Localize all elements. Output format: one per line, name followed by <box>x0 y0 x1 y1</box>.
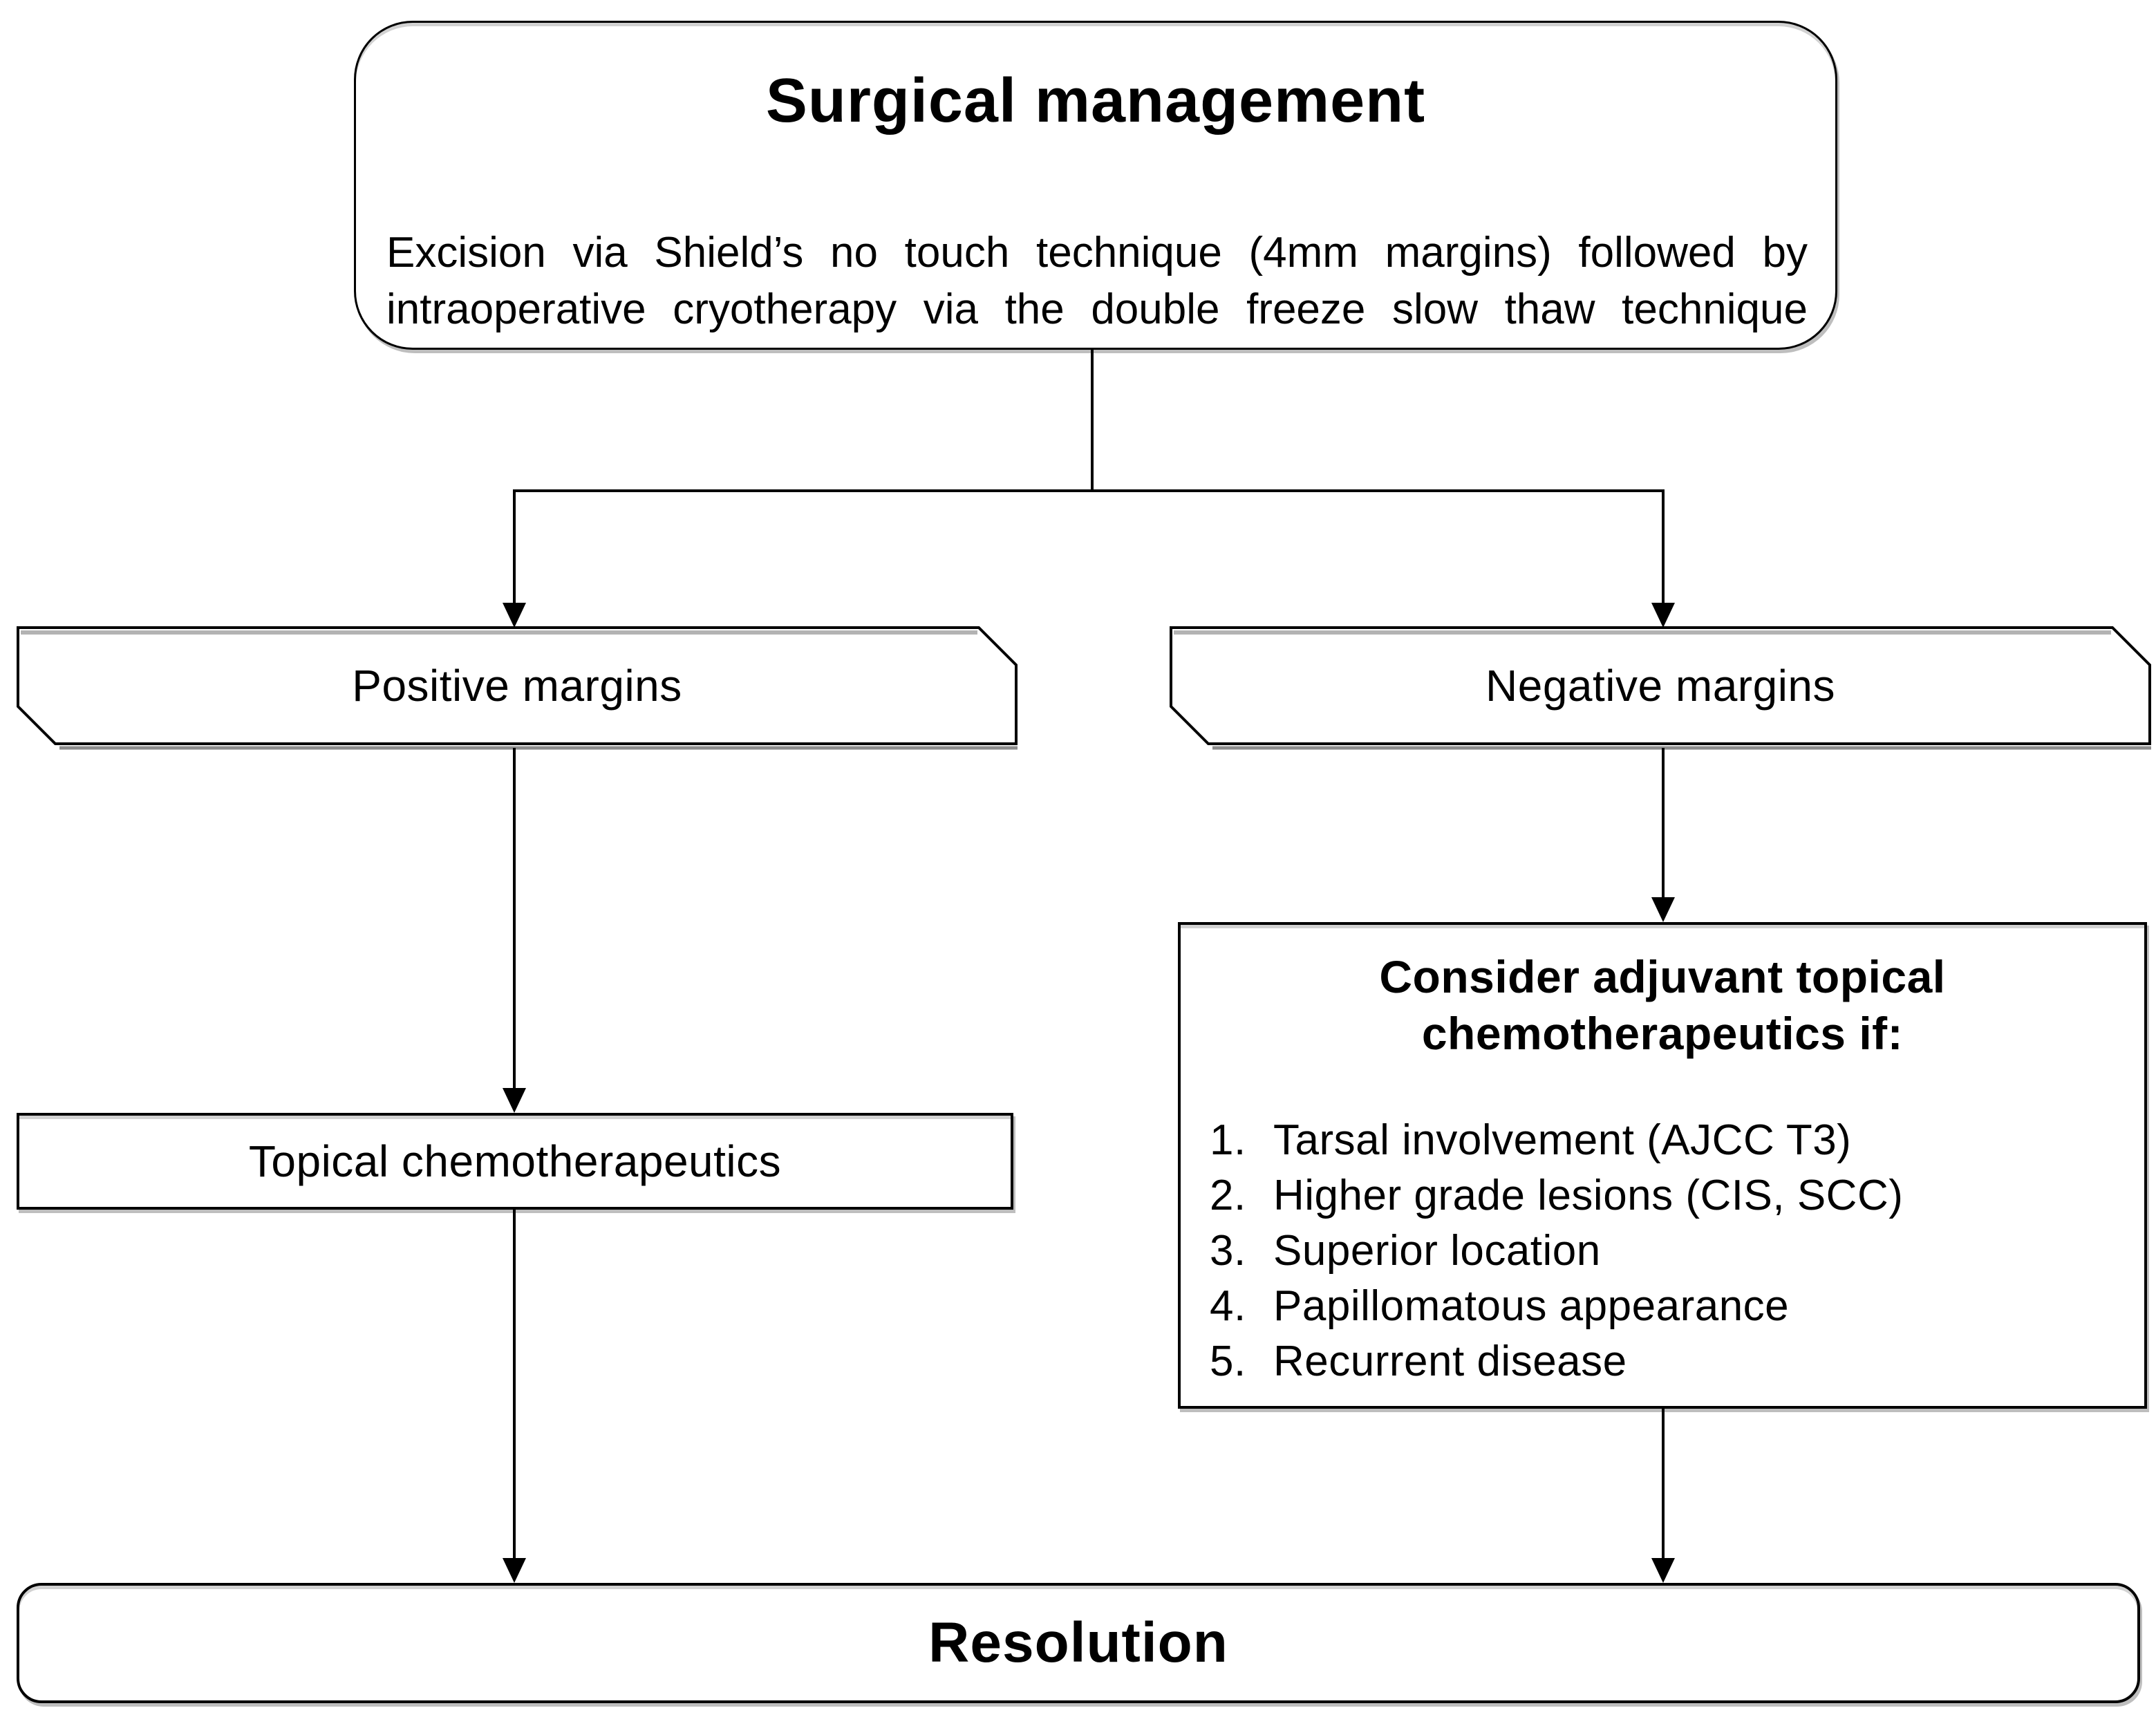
list-item-number: 2. <box>1210 1172 1246 1219</box>
snip-rectangle-shape <box>17 626 1018 750</box>
node-label: Resolution <box>928 1611 1228 1674</box>
connector-split-bar <box>513 489 1665 492</box>
criteria-list: 1. Tarsal involvement (AJCC T3) 2. Highe… <box>1181 1113 2144 1389</box>
connector-positive-to-topical <box>513 748 516 1089</box>
list-item-text: Higher grade lesions (CIS, SCC) <box>1273 1172 1904 1219</box>
node-title-line: Consider adjuvant topical <box>1379 951 1946 1002</box>
connector-topical-to-resolution <box>513 1208 516 1559</box>
list-item: 3. Superior location <box>1210 1223 2137 1279</box>
node-label: Positive margins <box>352 660 682 711</box>
arrowhead-down-icon <box>503 1088 526 1113</box>
list-item-number: 4. <box>1210 1282 1246 1330</box>
connector-criteria-to-resolution <box>1662 1407 1665 1559</box>
arrowhead-down-icon <box>1651 1558 1675 1583</box>
node-subtitle: Excision via Shield’s no touch technique… <box>386 225 1808 338</box>
connector-negative-to-criteria <box>1662 748 1665 899</box>
node-title-line: chemotherapeutics if: <box>1421 1008 1904 1059</box>
node-label: Topical chemotherapeutics <box>248 1136 782 1186</box>
negative-margins-node: Negative margins <box>1170 626 2151 751</box>
list-item-text: Superior location <box>1273 1227 1601 1275</box>
positive-margins-node: Positive margins <box>17 626 1018 751</box>
list-item: 1. Tarsal involvement (AJCC T3) <box>1210 1113 2137 1168</box>
node-subtitle-line: Excision via Shield’s no touch technique… <box>386 229 1808 276</box>
list-item-number: 5. <box>1210 1338 1246 1385</box>
arrowhead-down-icon <box>1651 897 1675 922</box>
connector-stem <box>1091 348 1094 491</box>
connector-to-positive <box>513 489 516 604</box>
list-item-number: 1. <box>1210 1116 1246 1164</box>
node-title: Surgical management <box>765 66 1426 135</box>
list-item: 5. Recurrent disease <box>1210 1334 2137 1389</box>
arrowhead-down-icon <box>503 603 526 628</box>
list-item-text: Tarsal involvement (AJCC T3) <box>1273 1116 1852 1164</box>
node-subtitle-line: intraoperative cryotherapy via the doubl… <box>386 285 1808 333</box>
arrowhead-down-icon <box>503 1558 526 1583</box>
list-item-text: Recurrent disease <box>1273 1338 1627 1385</box>
list-item: 4. Papillomatous appearance <box>1210 1279 2137 1334</box>
arrowhead-down-icon <box>1651 603 1675 628</box>
adjuvant-criteria-node: Consider adjuvant topical chemotherapeut… <box>1178 922 2147 1409</box>
node-label: Negative margins <box>1485 660 1835 711</box>
list-item-number: 3. <box>1210 1227 1246 1275</box>
list-item-text: Papillomatous appearance <box>1273 1282 1790 1330</box>
resolution-node: Resolution <box>17 1583 2140 1703</box>
topical-chemotherapeutics-node: Topical chemotherapeutics <box>17 1113 1013 1210</box>
connector-to-negative <box>1662 489 1665 604</box>
node-title: Consider adjuvant topical chemotherapeut… <box>1181 948 2144 1062</box>
snip-rectangle-shape <box>1170 626 2151 750</box>
list-item: 2. Higher grade lesions (CIS, SCC) <box>1210 1168 2137 1223</box>
surgical-management-node: Surgical management Excision via Shield’… <box>354 21 1837 350</box>
